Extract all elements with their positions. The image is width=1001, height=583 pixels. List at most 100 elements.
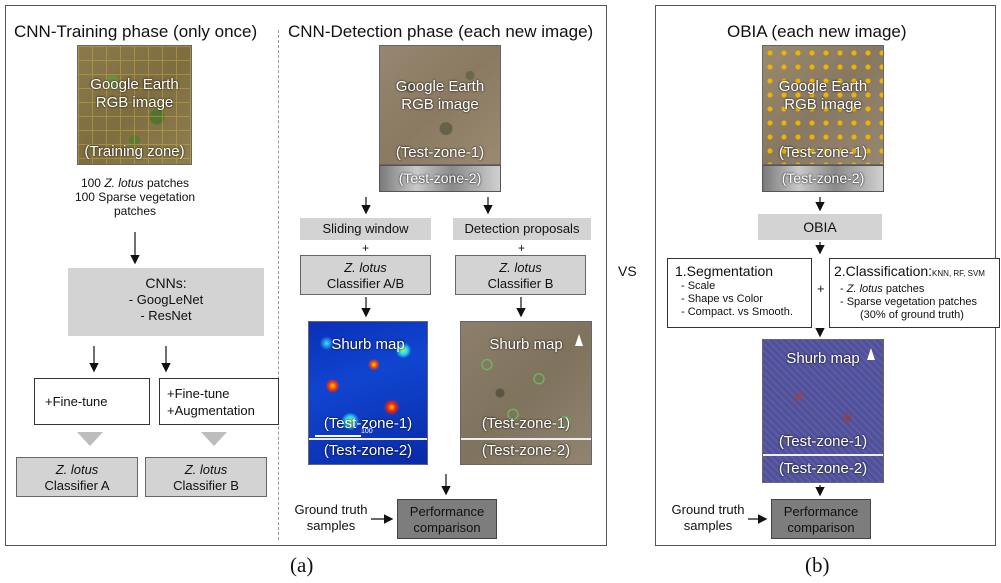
patches-note: 100 Z. lotus patches 100 Sparse vegetati… xyxy=(40,176,230,218)
triangle-a xyxy=(77,432,103,446)
phase-divider xyxy=(278,30,279,540)
obia-box: OBIA xyxy=(758,214,882,240)
ground-truth-a-line2: samples xyxy=(306,518,356,533)
performance-b-line2: comparison xyxy=(787,520,855,535)
shrub-map-proposals: Shurb map (Test-zone-1) (Test-zone-2) xyxy=(460,321,592,465)
obia-zone-divider xyxy=(763,454,883,456)
classifier-b2-label: Classifier B xyxy=(487,276,554,291)
vs-label: VS xyxy=(618,263,637,279)
performance-a-line1: Performance xyxy=(409,504,485,519)
patches-line1: 100 Z. lotus patches xyxy=(40,176,230,190)
performance-a-line2: comparison xyxy=(413,520,481,535)
classifier-ab-box: Z. lotus Classifier A/B xyxy=(300,255,431,295)
training-image-line2: RGB image xyxy=(95,94,174,111)
training-image: Google Earth RGB image (Training zone) xyxy=(77,45,192,165)
classification-title: 2.Classification: xyxy=(834,263,933,279)
classification-item1: - Z. lotus patches xyxy=(840,283,925,295)
classifier-ab-species: Z. lotus xyxy=(344,260,387,275)
classifier-ab-label: Classifier A/B xyxy=(326,276,405,291)
zone-divider-right xyxy=(461,438,591,440)
ground-truth-b: Ground truth samples xyxy=(668,502,748,534)
finetune-augmentation-box: +Fine-tune +Augmentation xyxy=(159,378,279,425)
detection-zone2-label: (Test-zone-2) xyxy=(398,170,482,186)
finetune-aug-line2: +Augmentation xyxy=(167,403,255,418)
shrub-map-right-zone1: (Test-zone-1) xyxy=(481,415,571,432)
obia-image: Google Earth RGB image (Test-zone-1) xyxy=(762,45,884,165)
triangle-b xyxy=(201,432,227,446)
zone-divider-left xyxy=(309,438,427,440)
classification-title-row: 2.Classification:KNN, RF, SVM xyxy=(834,262,999,283)
training-image-line1: Google Earth xyxy=(90,76,179,93)
cnns-title: CNNs: xyxy=(145,275,187,291)
segmentation-box: 1.Segmentation - Scale - Shape vs Color … xyxy=(667,258,812,328)
shrub-map-left-title: Shurb map xyxy=(331,336,405,353)
sliding-window-box: Sliding window xyxy=(300,218,431,240)
classifier-b-species: Z. lotus xyxy=(184,462,228,477)
detection-image: Google Earth RGB image (Test-zone-1) xyxy=(379,45,501,165)
shrub-map-left-zone2: (Test-zone-2) xyxy=(323,442,413,459)
obia-shrub-map-zone1: (Test-zone-1) xyxy=(778,433,868,450)
obia-title: OBIA (each new image) xyxy=(727,22,907,41)
sliding-window-label: Sliding window xyxy=(322,221,409,236)
training-zone-label: (Training zone) xyxy=(84,143,185,160)
obia-shrub-map: Shurb map (Test-zone-1) (Test-zone-2) xyxy=(762,339,884,483)
patches-count: 100 xyxy=(80,176,105,190)
plus-obia: + xyxy=(817,281,825,296)
finetune-box: +Fine-tune xyxy=(34,378,150,425)
scale-value-left: 100 xyxy=(361,428,373,435)
obia-zone2-label: (Test-zone-2) xyxy=(781,170,865,186)
detection-phase-title: CNN-Detection phase (each new image) xyxy=(288,22,594,41)
obia-shrub-map-zone2: (Test-zone-2) xyxy=(778,460,868,477)
classifier-b-label: Classifier B xyxy=(173,478,239,493)
shrub-map-heatmap: Shurb map (Test-zone-1) 100 (Test-zone-2… xyxy=(308,321,428,465)
obia-image-line1: Google Earth xyxy=(778,78,868,95)
obia-shrub-map-title: Shurb map xyxy=(786,350,860,367)
ground-truth-a-line1: Ground truth xyxy=(294,502,368,517)
classification-item3: (30% of ground truth) xyxy=(860,309,964,321)
classification-methods: KNN, RF, SVM xyxy=(932,269,985,278)
detection-proposals-label: Detection proposals xyxy=(464,221,580,236)
detection-image-line1: Google Earth xyxy=(395,78,485,95)
segmentation-scale: - Scale xyxy=(681,280,716,292)
patches-line3: patches xyxy=(113,204,157,218)
obia-zone2-strip: (Test-zone-2) xyxy=(762,165,884,192)
patches-species: Z. lotus xyxy=(104,176,144,190)
patches-suffix: patches xyxy=(143,176,190,190)
north-arrow-icon xyxy=(575,334,583,346)
obia-north-arrow-icon xyxy=(867,348,875,360)
patches-line2: 100 Sparse vegetation xyxy=(74,190,196,204)
training-patch-markers xyxy=(78,46,191,164)
scale-bar-left xyxy=(315,435,361,437)
plus-left: + xyxy=(362,241,370,255)
segmentation-compact: - Compact. vs Smooth. xyxy=(681,306,793,318)
shrub-map-right-title: Shurb map xyxy=(489,336,563,353)
ground-truth-b-line1: Ground truth xyxy=(671,502,745,517)
ground-truth-b-line2: samples xyxy=(683,518,733,533)
classification-item2: - Sparse vegetation patches xyxy=(840,296,977,308)
caption-a: (a) xyxy=(290,553,314,577)
ground-truth-a: Ground truth samples xyxy=(291,502,371,534)
detection-zone1-label: (Test-zone-1) xyxy=(395,144,485,161)
performance-comparison-b: Performance comparison xyxy=(771,499,871,539)
shrub-map-left-zone1: (Test-zone-1) xyxy=(323,415,413,432)
cnns-item-googlenet: - GoogLeNet xyxy=(128,292,204,307)
detection-zone2-strip: (Test-zone-2) xyxy=(379,165,501,192)
classifier-a-label: Classifier A xyxy=(44,478,110,493)
classification-box: 2.Classification:KNN, RF, SVM - Z. lotus… xyxy=(829,258,1000,328)
finetune-aug-line1: +Fine-tune xyxy=(167,386,230,401)
plus-right: + xyxy=(518,241,526,255)
classifier-b2-box: Z. lotus Classifier B xyxy=(455,255,586,295)
obia-zone1-label: (Test-zone-1) xyxy=(778,144,868,161)
classifier-a-species: Z. lotus xyxy=(55,462,99,477)
classifier-a-box: Z. lotus Classifier A xyxy=(16,457,138,497)
obia-image-line2: RGB image xyxy=(784,96,862,113)
detection-proposals-box: Detection proposals xyxy=(453,218,591,240)
performance-comparison-a: Performance comparison xyxy=(397,499,497,539)
detection-image-line2: RGB image xyxy=(401,96,479,113)
training-phase-title: CNN-Training phase (only once) xyxy=(14,22,258,41)
cnns-item-resnet: - ResNet xyxy=(140,308,192,323)
classifier-b2-species: Z. lotus xyxy=(499,260,542,275)
classifier-b-box: Z. lotus Classifier B xyxy=(145,457,267,497)
segmentation-shape: - Shape vs Color xyxy=(681,293,763,305)
